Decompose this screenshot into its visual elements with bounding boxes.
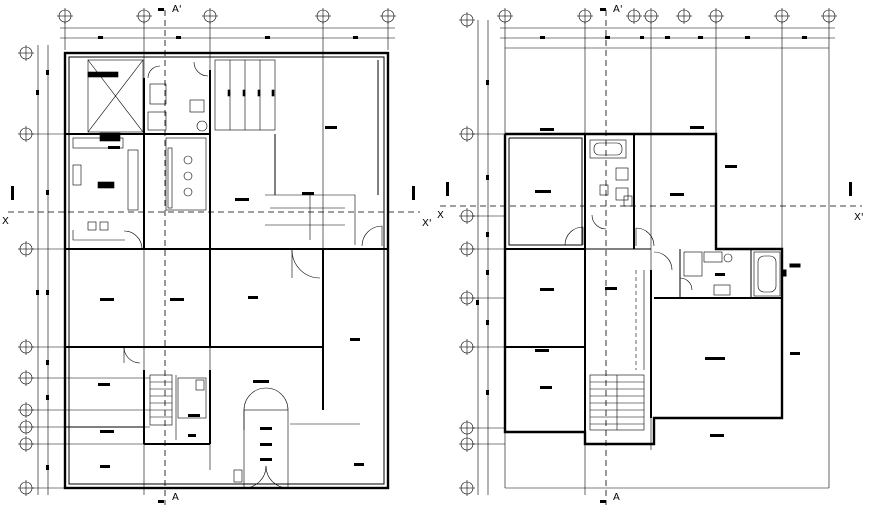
dimension-ticks-left [36,36,358,470]
door-swings-left [123,61,383,364]
kitchen-counter [72,132,139,241]
entry-stair-top [214,59,276,131]
open-to-below-void [87,59,144,133]
room-tags-left [98,126,364,468]
first-floor-plan: A' A X X' [437,4,864,505]
section-label-a-bottom: A [172,492,179,503]
section-label-a-bottom-right: A [613,492,620,503]
exterior-walls-left [63,51,390,490]
interior-walls-right [505,134,801,444]
section-label-x-right: X' [422,218,432,229]
interior-walls-left [65,56,388,485]
ramp-lines [265,194,356,245]
powder-room [147,83,208,132]
grid-bubbles-side-left [18,45,34,496]
grid-bubbles-top-right [497,8,837,24]
room-tags-right [535,126,800,437]
grid-bubbles-top-left [57,8,396,24]
section-label-a-top: A' [172,4,182,15]
grid-bubbles-side-right [459,12,475,496]
dimension-ticks-right [476,36,807,395]
section-label-a-top-right: A' [613,4,623,15]
section-label-x-left-right: X [437,210,444,221]
entrance-porch [233,387,360,489]
door-swings-right [564,214,693,291]
main-stair-left [149,374,207,440]
service-core-fixtures [165,137,207,211]
section-markers-left: A' A X X' [2,4,432,503]
main-stair-right [589,270,645,431]
section-label-x-right-right: X' [854,212,864,223]
section-label-x-left: X [2,216,9,227]
ground-floor-plan: A' A X X' [2,4,432,505]
exterior-walls-right [503,132,784,446]
bathroom-fixtures-right [589,139,781,297]
section-markers-right: A' A X X' [437,4,864,503]
